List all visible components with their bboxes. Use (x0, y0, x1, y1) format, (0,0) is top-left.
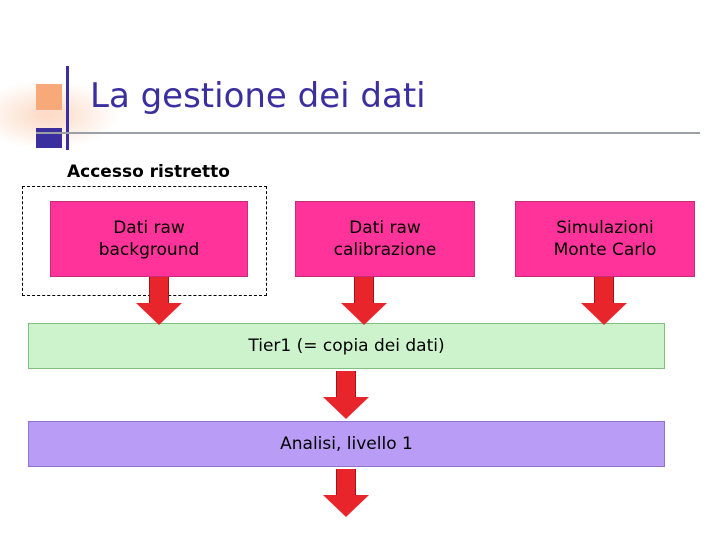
node-label: Dati raw calibrazione (334, 217, 437, 262)
arrow-shaft (336, 469, 356, 495)
arrow-head (323, 495, 369, 517)
node-label-line1: Simulazioni (556, 217, 654, 238)
header-horizontal-rule (36, 132, 700, 134)
header-blue-square-icon (36, 128, 62, 148)
arrow-shaft (149, 277, 169, 303)
arrow-head (581, 303, 627, 325)
arrow-head (136, 303, 182, 325)
restricted-access-group (22, 186, 267, 296)
node-label: Analisi, livello 1 (280, 433, 413, 454)
arrow-down-icon-from-simulazioni (581, 277, 627, 325)
page-title: La gestione dei dati (90, 76, 426, 116)
arrow-shaft (594, 277, 614, 303)
arrow-head (323, 397, 369, 419)
arrow-head (341, 303, 387, 325)
arrow-shaft (354, 277, 374, 303)
node-label-line1: Dati raw (113, 217, 185, 238)
node-label-line1: Dati raw (349, 217, 421, 238)
node-dati-raw-background[interactable]: Dati raw background (50, 201, 248, 277)
node-analisi-livello-1[interactable]: Analisi, livello 1 (28, 421, 665, 467)
node-label-line2: Monte Carlo (553, 240, 657, 260)
arrow-down-icon-from-analisi (323, 469, 369, 517)
node-label-line2: calibrazione (333, 240, 437, 260)
node-dati-raw-calibrazione[interactable]: Dati raw calibrazione (295, 201, 475, 277)
arrow-down-icon-from-raw-background (136, 277, 182, 325)
header-vertical-rule (66, 66, 69, 150)
arrow-down-icon-from-raw-calibrazione (341, 277, 387, 325)
node-label-line2: background (98, 240, 200, 260)
header-orange-square-icon (36, 84, 62, 110)
arrow-down-icon-from-tier1 (323, 371, 369, 419)
restricted-access-label: Accesso ristretto (64, 162, 233, 182)
arrow-shaft (336, 371, 356, 397)
node-tier1[interactable]: Tier1 (= copia dei dati) (28, 323, 665, 369)
node-label: Dati raw background (99, 217, 200, 262)
node-simulazioni-monte-carlo[interactable]: Simulazioni Monte Carlo (515, 201, 695, 277)
node-label: Simulazioni Monte Carlo (554, 217, 657, 262)
node-label: Tier1 (= copia dei dati) (248, 335, 445, 356)
